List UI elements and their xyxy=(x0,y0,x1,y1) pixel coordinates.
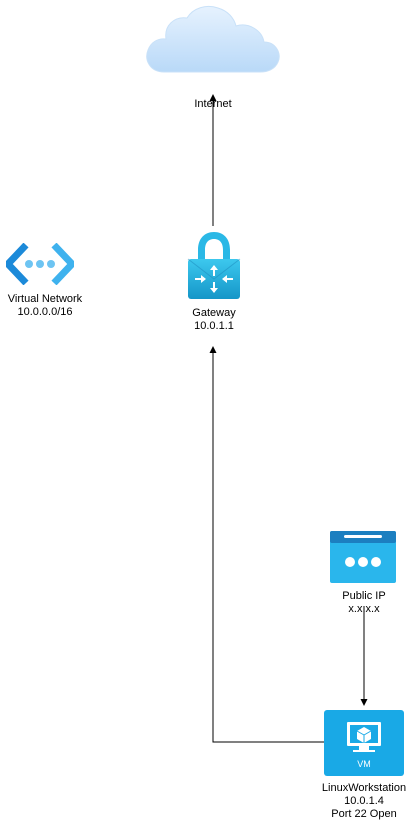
virtual-network-icon xyxy=(6,243,74,285)
vm-badge: VM xyxy=(357,759,371,769)
gateway-name: Gateway xyxy=(192,307,236,319)
virtual-network-name: Virtual Network xyxy=(7,293,83,305)
public-ip-icon xyxy=(330,531,396,583)
public-ip-address: x.x.x.x xyxy=(348,603,380,615)
cloud-icon xyxy=(146,5,280,73)
edge-vm-to-gateway xyxy=(209,346,324,743)
internet-label-text: Internet xyxy=(194,98,232,110)
public-ip-label: Public IP x.x.x.x xyxy=(314,590,410,616)
vm-port-note: Port 22 Open xyxy=(331,808,397,820)
virtual-machine-icon: VM xyxy=(324,710,404,776)
vm-label: LinuxWorkstation 10.0.1.4 Port 22 Open xyxy=(304,782,410,821)
gateway-lock-icon xyxy=(187,232,241,299)
gateway-ip: 10.0.1.1 xyxy=(194,320,234,332)
public-ip-name: Public IP xyxy=(342,590,386,602)
gateway-label: Gateway 10.0.1.1 xyxy=(164,307,264,333)
vm-name: LinuxWorkstation xyxy=(321,782,407,794)
virtual-network-cidr: 10.0.0.0/16 xyxy=(17,306,73,318)
virtual-network-label: Virtual Network 10.0.0.0/16 xyxy=(0,293,95,319)
vm-ip: 10.0.1.4 xyxy=(344,795,384,807)
internet-label: Internet xyxy=(173,98,253,111)
